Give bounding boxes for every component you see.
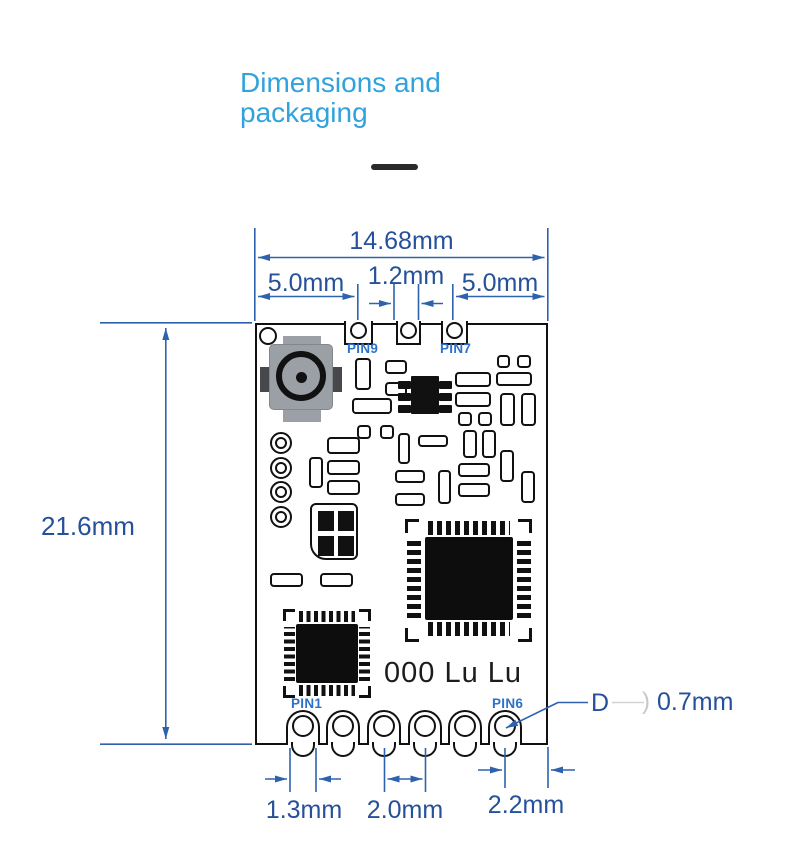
smd-pad [327,460,360,475]
smd-pad [458,412,472,426]
smd-pad [380,425,394,439]
qfn-chip-small [283,609,371,698]
smd-pad [327,437,360,454]
pcb-parts-layer [255,320,548,757]
smd-pad [458,483,490,497]
dim-board-width: 14.68mm [349,227,454,255]
connector-tab-right [331,367,342,392]
smd-pad [521,471,535,503]
connector-center-pin [295,371,307,383]
bottom-pin-notch [291,742,315,757]
smd-pad [500,393,515,426]
smd-pad [398,433,410,464]
smd-pad [521,393,536,426]
through-hole-ring [270,506,292,528]
soic8-body [411,376,439,414]
soic8-chip [398,375,452,415]
smd-pad [395,493,425,506]
smd-pad [455,372,491,387]
smd-pad [517,355,531,368]
dim-pad-right-offset: 5.0mm [461,269,539,297]
smd-pad [355,358,371,390]
title-underline-dash [371,164,418,170]
page-title-line2: packaging [240,97,368,128]
smd-pad [496,372,532,386]
page-title: Dimensions and packaging [240,68,441,128]
page-title-line1: Dimensions and [240,67,441,98]
connector-ring [276,351,326,401]
dim-pin-hole-width: 1.3mm [265,796,343,824]
pin7-label: PIN7 [440,341,472,356]
smd-pad [395,470,425,483]
top-pad-hole [400,322,417,339]
qfn-chip-large [405,518,533,644]
bottom-pin-notch [372,742,396,757]
qfn-small-body [296,624,358,683]
dim-pad-left-offset: 5.0mm [267,269,345,297]
bottom-pin-hole [292,715,314,737]
smd-pad [385,360,407,374]
dim-hole-label: D [591,689,610,717]
smd-pad [357,425,371,439]
smd-pad [352,398,392,414]
dim-board-height: 21.6mm [41,511,135,541]
dim-hole-paren: ) [642,688,650,715]
smd-pad [418,435,448,447]
pin1-label: PIN1 [291,696,323,711]
bottom-pin-notch [413,742,437,757]
smd-pad [497,355,510,368]
connector-tab-top [283,336,321,347]
smd-pad [327,480,360,495]
bottom-pin-hole [454,715,476,737]
bottom-pin-notch [331,742,355,757]
connector-tab-left [260,367,271,392]
top-pad-hole [350,322,367,339]
smd-pad [438,470,451,504]
connector-tab-bottom [283,409,321,422]
dim-center-pad-width: 1.2mm [367,262,445,290]
silkscreen-text: 000 Lu Lu [384,657,523,689]
pcb-module-drawing [255,320,548,757]
smd-pad [320,573,353,587]
bottom-pin-notch [453,742,477,757]
through-hole-ring [270,481,292,503]
smd-pad [463,430,477,458]
smd-pad [500,450,514,482]
top-pad-hole [446,322,463,339]
bottom-pin-hole [373,715,395,737]
smd-pad [455,392,491,407]
crystal-oscillator [310,503,358,560]
smd-pad [478,412,492,426]
smd-pad [270,573,303,587]
dim-edge-offset: 2.2mm [487,791,565,819]
qfn-large-body [425,537,513,620]
smd-pad [458,463,490,477]
dim-hole-diameter: 0.7mm [657,688,734,716]
bottom-pin-hole [494,715,516,737]
smd-pad [309,457,323,488]
dim-pin-pitch: 2.0mm [366,796,444,824]
bottom-pin-hole [332,715,354,737]
ipex-antenna-connector [260,336,342,422]
bottom-pin-hole [414,715,436,737]
smd-pad [482,430,496,458]
through-hole-ring [270,457,292,479]
pin6-label: PIN6 [492,696,524,711]
bottom-pin-notch [493,742,517,757]
through-hole-ring [270,432,292,454]
pin9-label: PIN9 [347,341,379,356]
